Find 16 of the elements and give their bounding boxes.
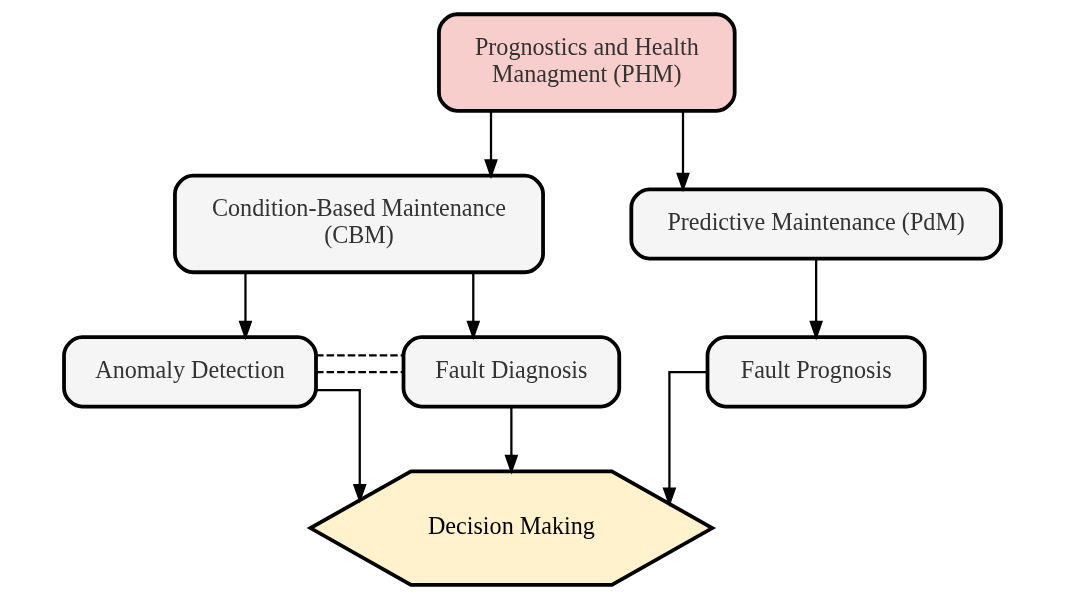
arrow	[809, 259, 823, 341]
connector	[316, 370, 404, 374]
arrow	[466, 272, 481, 341]
node-box: Prognostics and Health Managment (PHM)	[437, 12, 737, 113]
arrow	[676, 111, 690, 193]
node-box: Anomaly Detection	[62, 335, 318, 409]
node-box: Condition-Based Maintenance (CBM)	[173, 173, 545, 275]
node-box: Fault Diagnosis	[401, 335, 622, 409]
arrow	[316, 389, 367, 504]
arrow	[484, 111, 498, 179]
arrow	[238, 272, 253, 341]
connector	[316, 354, 404, 357]
arrow	[504, 406, 519, 475]
node-box: Fault Prognosis	[705, 335, 927, 409]
arrow	[662, 370, 708, 508]
node-box: Predictive Maintenance (PdM)	[629, 187, 1003, 261]
